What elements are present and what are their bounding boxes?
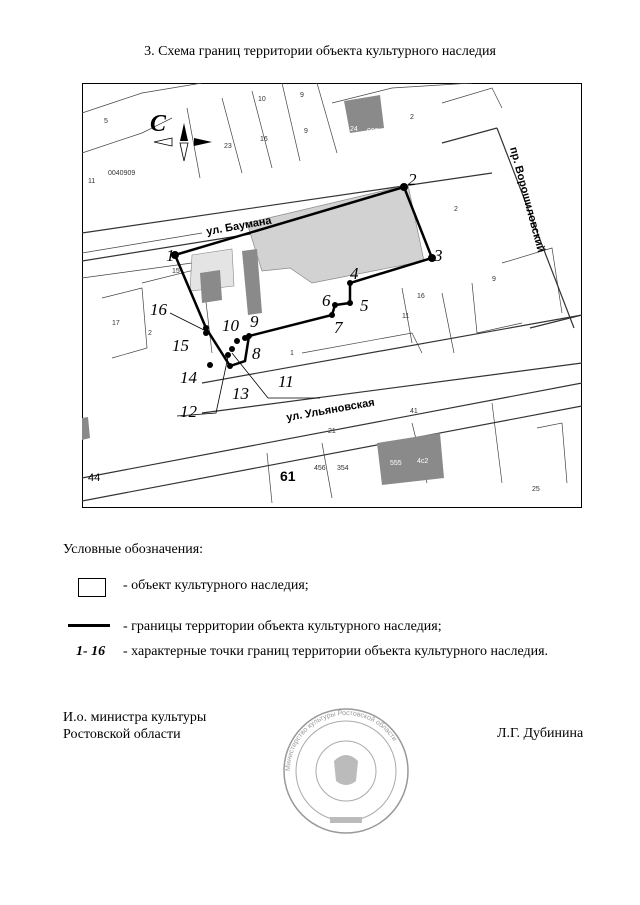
point-9 bbox=[242, 335, 248, 341]
point-7 bbox=[329, 312, 335, 318]
parcel-label: 16 bbox=[260, 136, 268, 143]
seal-emblem-icon bbox=[334, 755, 358, 785]
parcel-label: 2 bbox=[454, 206, 458, 213]
grey-block-4 bbox=[377, 433, 444, 485]
point-2 bbox=[400, 183, 408, 191]
parcel-label: 16 bbox=[417, 293, 425, 300]
page-title: 3. Схема границ территории объекта культ… bbox=[144, 44, 496, 59]
grey-block-5 bbox=[82, 417, 90, 440]
point-label: 5 bbox=[360, 296, 369, 315]
signatory-position-line1: И.о. министра культуры bbox=[63, 710, 207, 725]
grey-block-2 bbox=[242, 249, 262, 315]
legend-points-symbol: 1- 16 bbox=[76, 644, 106, 659]
parcel-label: 11 bbox=[88, 178, 95, 185]
parcel-label: 61 bbox=[280, 468, 296, 484]
point-label: 8 bbox=[252, 344, 261, 363]
point-11 bbox=[229, 346, 235, 352]
legend-boundary-symbol bbox=[68, 624, 110, 627]
parcel-label: 0040909 bbox=[108, 170, 135, 177]
point-label: 9 bbox=[250, 312, 259, 331]
point-5 bbox=[347, 300, 353, 306]
parcel-label: 9 bbox=[492, 276, 496, 283]
grey-block-1 bbox=[200, 270, 222, 303]
point-label: 10 bbox=[222, 316, 240, 335]
point-label: 14 bbox=[180, 368, 198, 387]
parcel-label: 41 bbox=[410, 408, 418, 415]
parcel-label: 2 bbox=[410, 114, 414, 121]
point-10 bbox=[234, 338, 240, 344]
official-seal: Министерство культуры Ростовской области bbox=[283, 708, 409, 834]
parcel-label: 555 bbox=[390, 460, 402, 467]
point-label: 2 bbox=[408, 170, 417, 189]
parcel-label: 10 bbox=[258, 96, 266, 103]
point-16 bbox=[203, 325, 209, 331]
parcel-label: 24 bbox=[350, 126, 358, 133]
point-13 bbox=[227, 363, 233, 369]
parcel-label: 2 bbox=[148, 330, 152, 337]
territory-boundary bbox=[173, 185, 434, 368]
parcel-label: 456 bbox=[314, 465, 326, 472]
point-1 bbox=[171, 251, 179, 259]
parcel-label: 1 bbox=[290, 350, 294, 357]
cultural-object-building bbox=[246, 184, 425, 284]
parcel-label: 003 bbox=[367, 128, 379, 135]
map-frame bbox=[82, 83, 582, 508]
point-label: 16 bbox=[150, 300, 168, 319]
point-label: 3 bbox=[433, 246, 443, 265]
parcel-label: 354 bbox=[337, 465, 349, 472]
parcel-label: 9 bbox=[300, 92, 304, 99]
north-arrow: С bbox=[150, 111, 212, 162]
parcel-label: 17 bbox=[112, 320, 120, 327]
legend-heading: Условные обозначения: bbox=[63, 542, 204, 557]
legend-object-symbol bbox=[78, 578, 106, 597]
point-3 bbox=[428, 254, 436, 262]
point-label: 11 bbox=[278, 372, 294, 391]
legend-points-text: - характерные точки границ территории об… bbox=[123, 644, 549, 659]
parcel-label: 15 bbox=[172, 268, 180, 275]
parcel-label: 9 bbox=[304, 128, 308, 135]
point-15 bbox=[203, 330, 209, 336]
point-label: 1 bbox=[166, 246, 175, 265]
parcel-label: 25 bbox=[532, 486, 540, 493]
signatory-position-line2: Ростовской области bbox=[63, 727, 181, 742]
north-label: С bbox=[150, 111, 167, 137]
point-4 bbox=[347, 280, 353, 286]
legend-object-text: - объект культурного наследия; bbox=[123, 578, 309, 593]
parcel-label: 11 bbox=[402, 313, 409, 320]
point-6 bbox=[332, 302, 338, 308]
legend-boundary-text: - границы территории объекта культурного… bbox=[123, 619, 442, 634]
parcel-label: 23 bbox=[224, 143, 232, 150]
boundary-points bbox=[171, 183, 436, 369]
point-label: 4 bbox=[350, 264, 359, 283]
grey-block-3 bbox=[344, 95, 384, 133]
cadastral-map: С ул. Баумана ул. Ульяновская пр. Вороши… bbox=[82, 83, 582, 508]
point-label: 12 bbox=[180, 402, 198, 421]
point-12 bbox=[225, 352, 231, 358]
parcel-label: 21 bbox=[328, 428, 336, 435]
point-label: 6 bbox=[322, 291, 331, 310]
parcel-label: 44 bbox=[88, 472, 100, 484]
signatory-name: Л.Г. Дубинина bbox=[497, 726, 584, 741]
parcel-label: 4c2 bbox=[417, 458, 428, 465]
point-14 bbox=[207, 362, 213, 368]
parcel-label: 5 bbox=[104, 118, 108, 125]
compass-north-icon bbox=[180, 123, 188, 141]
point-label: 7 bbox=[334, 318, 344, 337]
leader-lines bbox=[169, 312, 320, 417]
point-label: 13 bbox=[232, 384, 249, 403]
signatory-position: И.о. министра культуры Ростовской област… bbox=[63, 709, 206, 743]
point-label: 15 bbox=[172, 336, 189, 355]
